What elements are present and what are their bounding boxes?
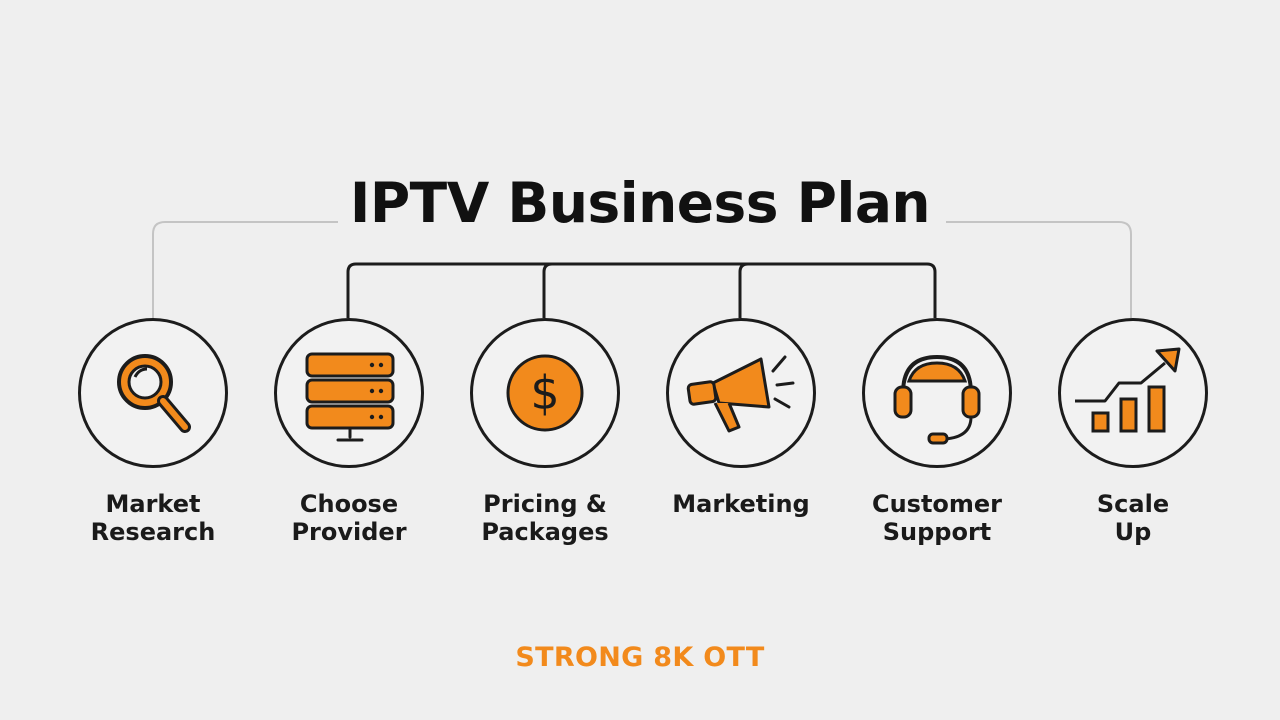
server-stack-icon xyxy=(305,352,395,442)
page-title: IPTV Business Plan xyxy=(349,171,931,235)
inner-connector xyxy=(536,262,553,318)
step-node-scale-up xyxy=(1058,318,1208,468)
growth-chart-icon xyxy=(1075,347,1181,433)
step-label-line: Customer xyxy=(871,490,1003,518)
step-label-line: Choose xyxy=(299,490,399,518)
step-label-pricing-packages: Pricing & Packages xyxy=(450,490,640,546)
step-label-line: Pricing & xyxy=(483,490,607,518)
step-label-scale-up: Scale Up xyxy=(1038,490,1228,546)
step-label-line: Up xyxy=(1114,518,1152,546)
step-label-line: Provider xyxy=(291,518,407,546)
step-node-market-research xyxy=(78,318,228,468)
step-label-customer-support: Customer Support xyxy=(842,490,1032,546)
step-node-choose-provider xyxy=(274,318,424,468)
step-label-line: Support xyxy=(882,518,992,546)
inner-connector xyxy=(346,262,937,318)
step-label-line: Marketing xyxy=(672,490,810,518)
brand-text: STRONG 8K OTT xyxy=(515,642,765,673)
step-label-line: Scale xyxy=(1096,490,1170,518)
megaphone-icon xyxy=(686,355,795,433)
magnifying-glass-icon xyxy=(117,354,191,433)
outer-connector xyxy=(152,221,338,318)
step-node-marketing xyxy=(666,318,816,468)
step-label-choose-provider: Choose Provider xyxy=(254,490,444,546)
svg-text:$: $ xyxy=(530,366,559,420)
step-label-line: Market xyxy=(105,490,201,518)
step-label-market-research: Market Research xyxy=(58,490,248,546)
step-node-pricing-packages: $ xyxy=(470,318,620,468)
step-label-marketing: Marketing xyxy=(646,490,836,518)
step-label-line: Packages xyxy=(481,518,609,546)
outer-connector xyxy=(946,221,1132,318)
step-node-customer-support xyxy=(862,318,1012,468)
dollar-coin-icon: $ xyxy=(506,354,584,432)
headset-icon xyxy=(893,354,981,445)
inner-connector xyxy=(732,262,749,318)
step-label-line: Research xyxy=(90,518,216,546)
